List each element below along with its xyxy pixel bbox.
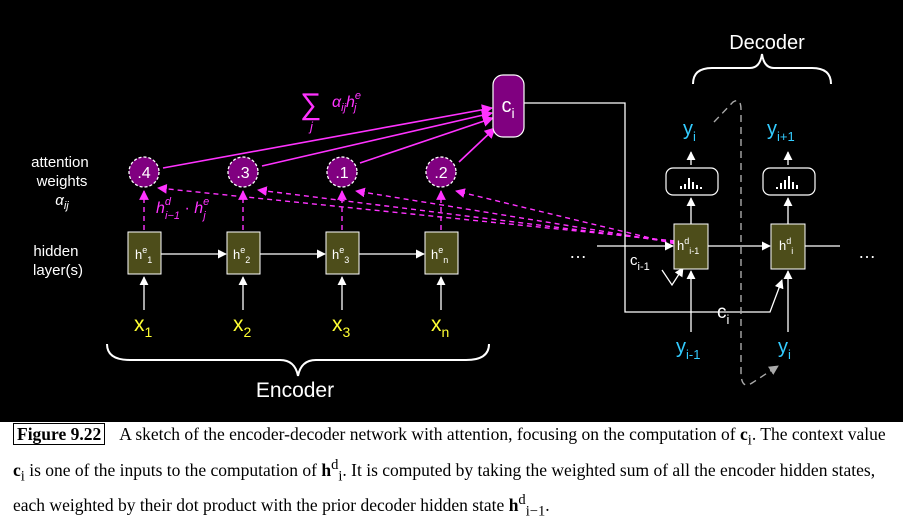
c-prev-arrow bbox=[661, 267, 684, 287]
encoder-cell: he3 bbox=[325, 231, 360, 275]
encoder-input-arrows bbox=[139, 276, 446, 310]
histogram-icon bbox=[776, 176, 798, 189]
svg-text:ci: ci bbox=[501, 95, 514, 121]
encoder-input: x1 bbox=[134, 313, 153, 340]
svg-text:hdi-1: hdi-1 bbox=[677, 236, 699, 256]
decoder-output: yi+1 bbox=[767, 118, 795, 144]
svg-text:hdi: hdi bbox=[779, 236, 793, 256]
encoder-cell: he2 bbox=[226, 231, 261, 275]
decoder-cell: hdi bbox=[770, 223, 806, 270]
encoder-cell: he1 bbox=[127, 231, 162, 275]
attention-weight-circle: .2 bbox=[425, 156, 457, 188]
decoder-cell: hdi-1 bbox=[673, 223, 709, 270]
attention-weight-value: .1 bbox=[335, 165, 348, 182]
attention-weight-value: .2 bbox=[434, 165, 447, 182]
encoder-cell: hen bbox=[424, 231, 459, 275]
sum-subscript: j bbox=[308, 119, 314, 134]
decoder-output: yi bbox=[683, 118, 696, 144]
attention-weight-value: .4 bbox=[137, 165, 150, 182]
attention-weights-label: attention weights bbox=[31, 154, 93, 190]
attention-weight-circle: .4 bbox=[128, 156, 160, 188]
attention-weight-circle: .1 bbox=[326, 156, 358, 188]
decoder-title: Decoder bbox=[729, 32, 805, 54]
c-prev-label: ci-1 bbox=[630, 252, 650, 273]
feedback-dashed-line bbox=[713, 99, 779, 386]
ellipsis-left: … bbox=[569, 242, 587, 262]
encoder-brace bbox=[106, 343, 490, 377]
context-node: ci bbox=[492, 74, 525, 138]
svg-text:he1: he1 bbox=[135, 245, 152, 265]
figure-label: Figure 9.22 bbox=[13, 423, 106, 445]
c-current-label: ci bbox=[717, 302, 730, 327]
svg-text:hen: hen bbox=[431, 245, 448, 265]
softmax-box bbox=[762, 167, 816, 196]
encoder-input: x2 bbox=[233, 313, 252, 340]
encoder-input: xn bbox=[431, 313, 449, 340]
decoder-arrows bbox=[597, 151, 840, 332]
svg-text:he3: he3 bbox=[332, 245, 349, 265]
hidden-layers-label: hidden layer(s) bbox=[33, 243, 83, 279]
attention-symbol: αij bbox=[55, 192, 69, 212]
attention-weight-circle: .3 bbox=[227, 156, 259, 188]
softmax-box bbox=[665, 167, 719, 196]
ellipsis-right: … bbox=[858, 242, 876, 262]
decoder-brace bbox=[692, 53, 832, 85]
score-lines bbox=[139, 184, 676, 245]
attention-weight-value: .3 bbox=[236, 165, 249, 182]
context-line bbox=[524, 102, 784, 313]
encoder-title: Encoder bbox=[256, 379, 334, 402]
weight-to-context-lines bbox=[162, 104, 496, 169]
decoder-input: yi-1 bbox=[676, 336, 700, 362]
svg-text:he2: he2 bbox=[233, 245, 250, 265]
histogram-icon bbox=[680, 178, 702, 189]
decoder-input: yi bbox=[778, 336, 791, 362]
sum-symbol: ∑ bbox=[300, 88, 321, 121]
encoder-input: x3 bbox=[332, 313, 351, 340]
